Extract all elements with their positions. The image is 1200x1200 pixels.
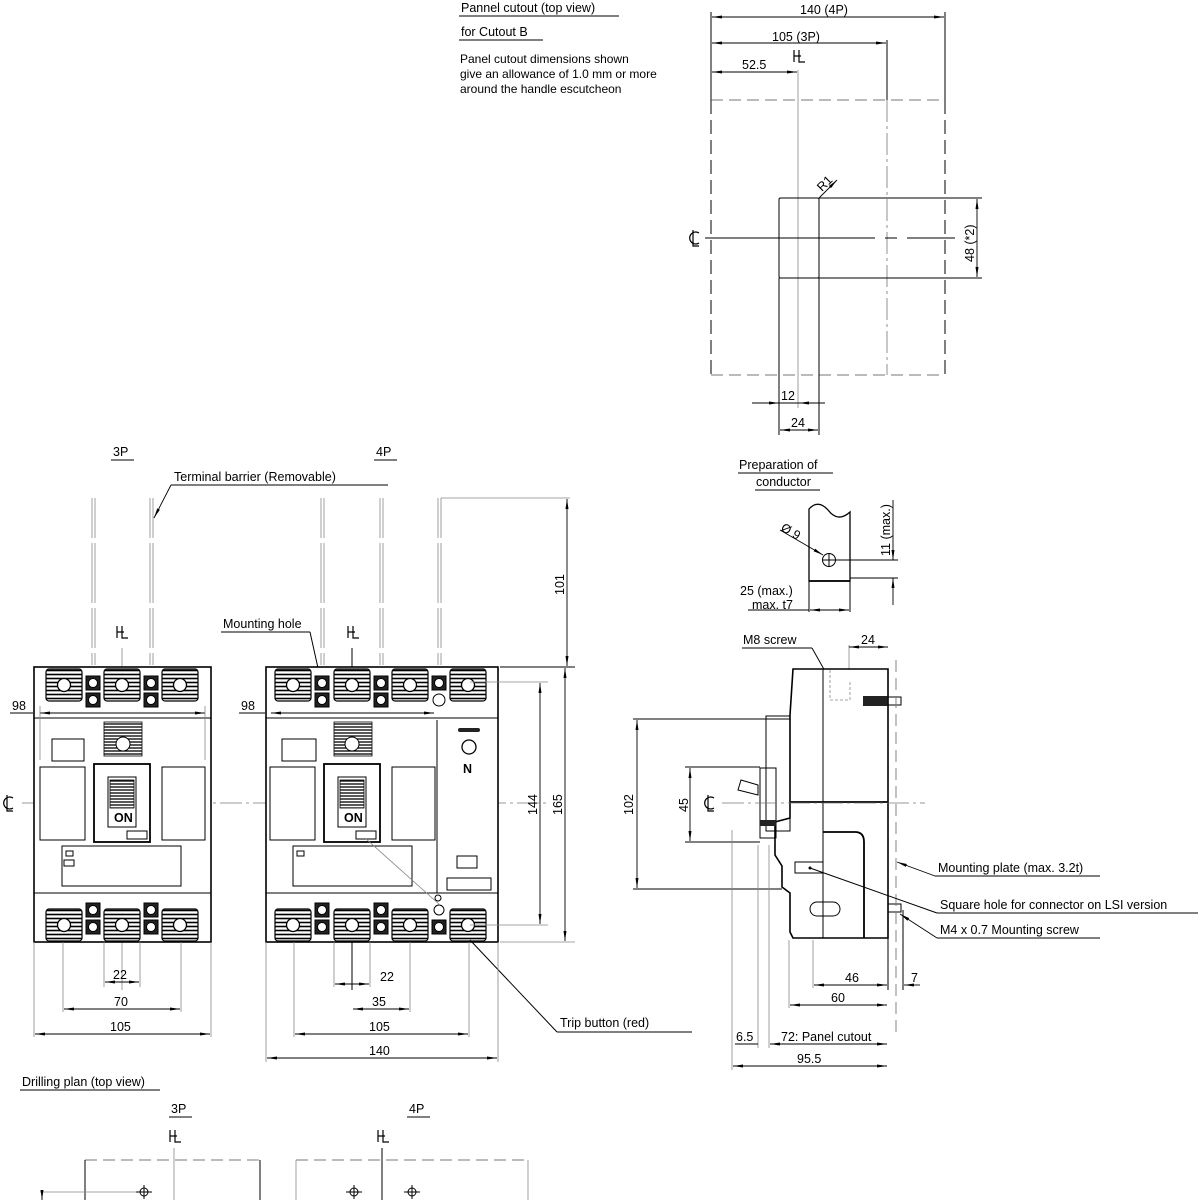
dim-102: 102	[622, 794, 636, 815]
trip-button-label: Trip button (red)	[560, 1016, 649, 1030]
label-4p: 4P	[376, 445, 391, 459]
conductor-title-1: Preparation of	[739, 458, 818, 472]
cutout-note-line-2: give an allowance of 1.0 mm or more	[460, 67, 657, 81]
dim-98-4p: 98	[241, 699, 255, 713]
label-3p: 3P	[113, 445, 128, 459]
hl-4p-icon	[347, 625, 360, 639]
hl-3p-icon	[116, 625, 129, 639]
dim-46: 46	[845, 971, 859, 985]
drilling-title: Drilling plan (top view)	[22, 1075, 145, 1089]
dim-35-4p: 35	[372, 995, 386, 1009]
dim-22-3p: 22	[113, 968, 127, 982]
cutout-note-line-3: around the handle escutcheon	[460, 82, 621, 96]
dim-48: 48 (*2)	[963, 224, 977, 262]
cutout-subtitle: for Cutout B	[461, 25, 528, 39]
edge-distance-label: 11 (max.)	[879, 504, 893, 556]
dim-22-4p: 22	[380, 970, 394, 984]
dim-140-4p: 140	[369, 1044, 390, 1058]
hl-drill-4p-icon	[377, 1129, 390, 1143]
dim-144: 144	[526, 794, 540, 815]
square-hole-label: Square hole for connector on LSI version	[940, 898, 1167, 912]
handle-centerline-icon	[793, 49, 806, 63]
dim-105-3p: 105	[110, 1020, 131, 1034]
dim-24-side: 24	[861, 633, 875, 647]
mounting-plate-label: Mounting plate (max. 3.2t)	[938, 861, 1083, 875]
front-view-section: 3P 4P Terminal barrier (Removable) Mount…	[3, 445, 692, 1062]
dim-105-4p: 105	[369, 1020, 390, 1034]
dim-24: 24	[791, 416, 805, 430]
handle-on-label-3p: ON	[114, 811, 133, 825]
cl-front-icon	[3, 794, 14, 812]
drilling-label-4p: 4P	[409, 1102, 424, 1116]
m4-screw-label: M4 x 0.7 Mounting screw	[940, 923, 1080, 937]
dim-95-5: 95.5	[797, 1052, 821, 1066]
drill-hole-4p-b	[404, 1185, 420, 1199]
terminal-barrier-label: Terminal barrier (Removable)	[174, 470, 336, 484]
conductor-section: Preparation of conductor Ø 9 11 (max.) 2…	[738, 458, 898, 612]
drilling-label-3p: 3P	[171, 1102, 186, 1116]
breaker-3p: ON	[33, 666, 212, 943]
dim-101: 101	[553, 574, 567, 595]
dim-6-5: 6.5	[736, 1030, 753, 1044]
panel-cutout-section: Pannel cutout (top view) for Cutout B Pa…	[459, 1, 982, 435]
hl-drill-3p-icon	[169, 1129, 182, 1143]
m8-screw-label: M8 screw	[743, 633, 797, 647]
radius-label: R1	[814, 173, 835, 194]
dim-140-4p: 140 (4P)	[800, 3, 848, 17]
dim-7: 7	[911, 971, 918, 985]
dim-105-3p: 105 (3P)	[772, 30, 820, 44]
conductor-title-2: conductor	[756, 475, 811, 489]
drill-hole-4p-a	[346, 1185, 362, 1199]
cl-side-icon	[704, 794, 715, 812]
dim-12: 12	[781, 389, 795, 403]
dim-98-3p: 98	[12, 699, 26, 713]
conductor-width-2: max. t7	[752, 598, 793, 612]
dim-45: 45	[677, 798, 691, 812]
dim-70-3p: 70	[114, 995, 128, 1009]
drill-hole-3p	[136, 1185, 152, 1199]
hole-diameter-label: Ø 9	[779, 520, 803, 542]
cutout-note-line-1: Panel cutout dimensions shown	[460, 52, 629, 66]
centerline-icon	[689, 229, 700, 247]
handle-on-label-4p: ON	[344, 811, 363, 825]
mounting-hole-label: Mounting hole	[223, 617, 302, 631]
side-view-section: M8 screw 24 102 45	[622, 633, 1198, 1070]
cutout-title: Pannel cutout (top view)	[461, 1, 595, 15]
dim-72-panel-cutout: 72: Panel cutout	[781, 1030, 872, 1044]
conductor-width-1: 25 (max.)	[740, 584, 793, 598]
breaker-4p: ON N	[265, 666, 499, 943]
dim-60: 60	[831, 991, 845, 1005]
dim-52-5: 52.5	[742, 58, 766, 72]
neutral-mark: N	[463, 762, 472, 776]
drilling-plan-section: Drilling plan (top view) 3P 4P	[20, 1075, 529, 1200]
dim-165: 165	[551, 794, 565, 815]
